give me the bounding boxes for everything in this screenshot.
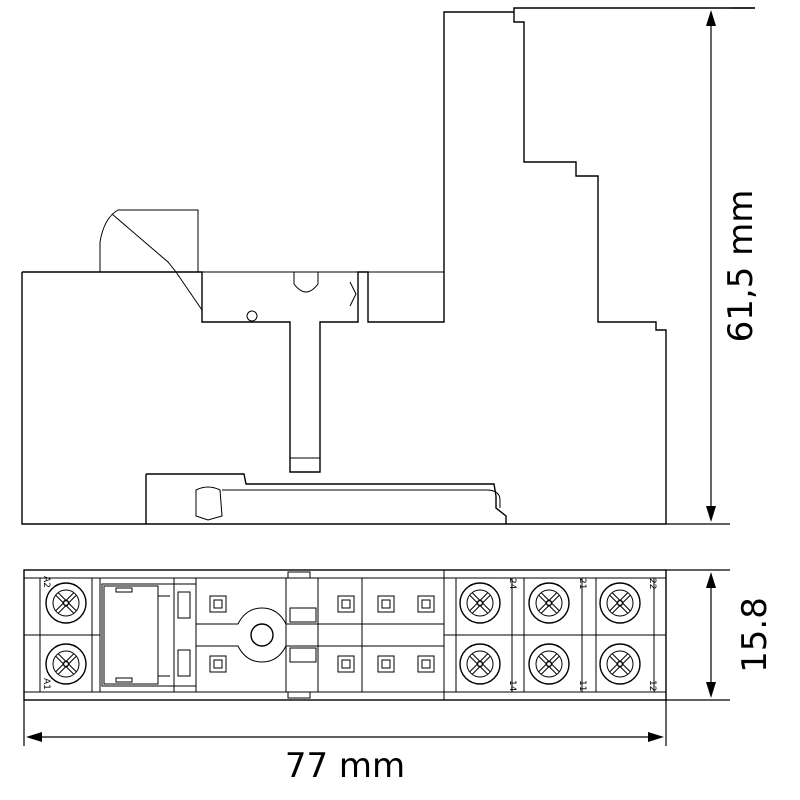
din-rail	[222, 489, 501, 508]
terminal-label-a2: A2	[41, 576, 51, 588]
terminal-label-22: 22	[647, 578, 657, 589]
side-view-outline	[21, 7, 755, 525]
screw-terminals	[45, 582, 641, 685]
height-dimension	[666, 7, 755, 525]
center-bridge	[196, 607, 444, 663]
center-hole	[250, 623, 274, 647]
lever	[111, 213, 203, 311]
terminal-label-14: 14	[507, 680, 517, 692]
terminal-label-a1: A1	[41, 678, 51, 690]
coil-module	[101, 583, 197, 687]
pin-slot	[293, 271, 319, 293]
top-view: A2 A1 24 14 21 11 22 12	[23, 569, 667, 701]
screw-icon	[528, 582, 570, 624]
terminal-label-21: 21	[577, 578, 587, 589]
width-label: 77 mm	[285, 746, 405, 786]
screw-icon	[528, 643, 570, 685]
terminal-label-24: 24	[507, 578, 517, 590]
socket-holes	[209, 595, 435, 673]
height-label: 61,5 mm	[721, 190, 761, 343]
depth-dimension	[666, 569, 730, 701]
rivet-hole	[246, 310, 258, 322]
screw-icon	[599, 643, 641, 685]
screw-icon	[45, 643, 87, 685]
terminal-label-11: 11	[577, 680, 587, 691]
depth-label: 15.8	[735, 597, 775, 673]
side-view	[21, 7, 755, 525]
latch-hook	[349, 281, 357, 307]
coil-cap	[99, 209, 199, 272]
screw-icon	[459, 643, 501, 685]
pin-tip	[289, 457, 321, 473]
width-dimension	[23, 700, 667, 746]
din-clip	[195, 486, 223, 521]
screw-icon	[459, 582, 501, 624]
screw-icon	[599, 582, 641, 624]
terminal-label-12: 12	[647, 680, 657, 691]
screw-icon	[45, 582, 87, 624]
